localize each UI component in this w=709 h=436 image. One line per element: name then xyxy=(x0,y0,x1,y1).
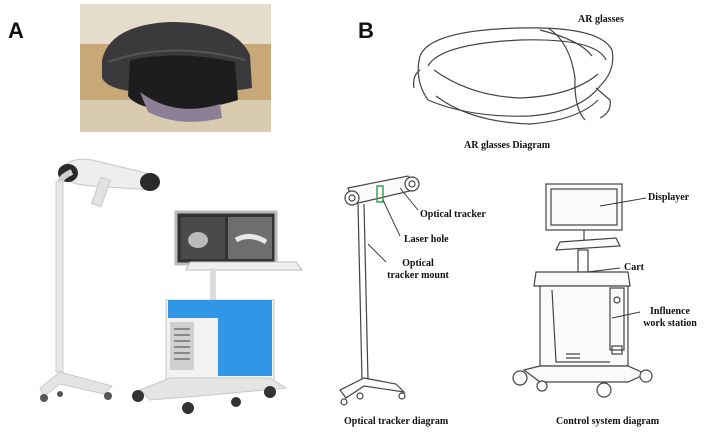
label-ar-glasses: AR glasses xyxy=(578,14,624,25)
ar-glasses-drawing xyxy=(413,27,614,125)
control-system-drawing xyxy=(512,183,653,398)
label-ar-glasses-diagram: AR glasses Diagram xyxy=(464,140,551,151)
label-control-system-diagram: Control system diagram xyxy=(556,416,660,427)
optical-tracker-drawing xyxy=(339,175,420,406)
label-cart: Cart xyxy=(624,262,644,273)
label-optical-tracker: Optical tracker xyxy=(420,209,486,220)
label-laser-hole: Laser hole xyxy=(404,234,449,245)
system-photo xyxy=(39,158,303,414)
label-tracker-mount-line1: Optical xyxy=(402,258,434,269)
label-optical-tracker-diagram: Optical tracker diagram xyxy=(344,416,449,427)
panel-label-b: B xyxy=(358,18,374,43)
label-influence-line1: Influence xyxy=(650,306,690,317)
callout-lines xyxy=(367,187,647,319)
panel-label-a: A xyxy=(8,18,24,43)
label-displayer: Displayer xyxy=(648,192,690,203)
label-influence-line2: work station xyxy=(643,318,697,329)
label-tracker-mount-line2: tracker mount xyxy=(387,270,449,281)
ar-headset-photo xyxy=(80,4,271,132)
